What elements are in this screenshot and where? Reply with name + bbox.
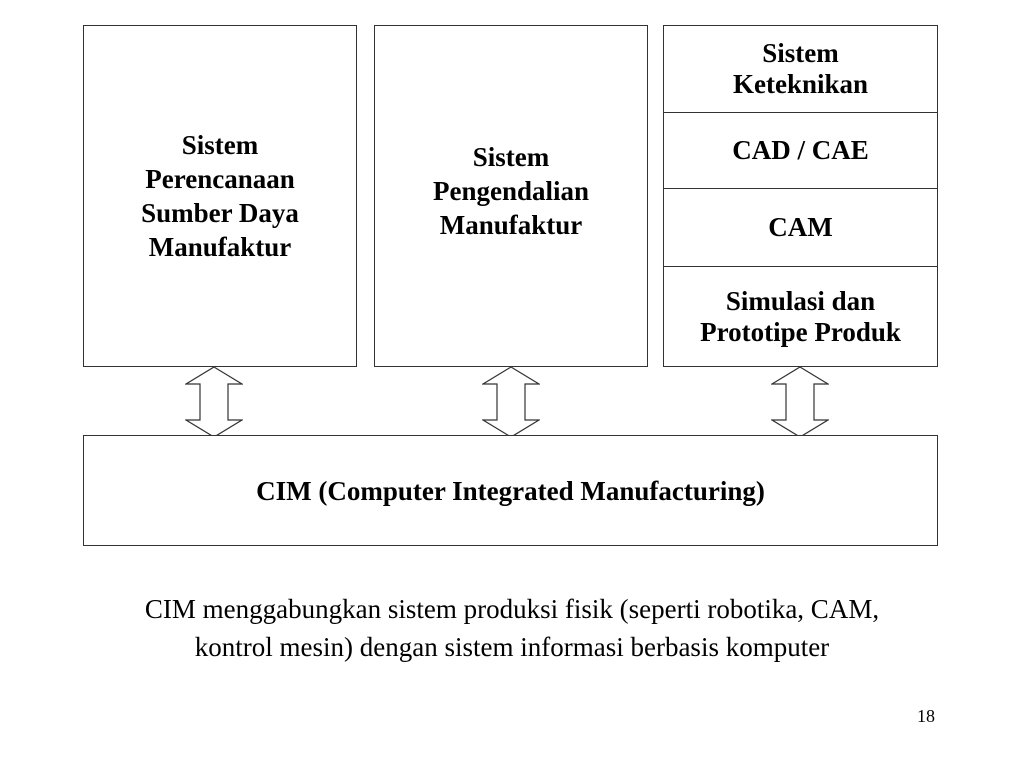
control-system-label: Sistem Pengendalian Manufaktur [375, 140, 647, 242]
cam-label: CAM [768, 212, 833, 242]
double-headed-arrow-icon [771, 366, 829, 438]
cam-cell: CAM [664, 188, 937, 266]
planning-system-box: Sistem Perencanaan Sumber Daya Manufaktu… [83, 25, 357, 367]
double-headed-arrow-icon [482, 366, 540, 438]
control-system-box: Sistem Pengendalian Manufaktur [374, 25, 648, 367]
page-number: 18 [917, 706, 935, 726]
control-line-2: Pengendalian [432, 176, 590, 206]
engineering-header-line-1: Sistem [762, 38, 839, 68]
cim-label: CIM (Computer Integrated Manufacturing) [256, 476, 765, 506]
simulation-prototype-cell: Simulasi dan Prototipe Produk [664, 266, 937, 366]
planning-line-2: Perencanaan [145, 164, 295, 194]
planning-line-1: Sistem [181, 130, 259, 160]
caption: CIM menggabungkan sistem produksi fisik … [20, 590, 1004, 666]
cad-cae-label: CAD / CAE [732, 135, 869, 165]
planning-system-label: Sistem Perencanaan Sumber Daya Manufaktu… [84, 128, 356, 264]
simulation-line-2: Prototipe Produk [700, 316, 901, 347]
control-line-3: Manufaktur [439, 210, 583, 240]
engineering-header-cell: Sistem Keteknikan [664, 26, 937, 112]
simulation-line-1: Simulasi dan [725, 285, 876, 316]
caption-line-2: kontrol mesin) dengan sistem informasi b… [194, 632, 830, 662]
caption-line-1: CIM menggabungkan sistem produksi fisik … [144, 594, 880, 624]
engineering-header-line-2: Keteknikan [732, 69, 869, 99]
control-line-1: Sistem [472, 142, 550, 172]
cim-box: CIM (Computer Integrated Manufacturing) [83, 435, 938, 546]
cad-cae-cell: CAD / CAE [664, 112, 937, 188]
engineering-system-box: Sistem Keteknikan CAD / CAE CAM Simulasi… [663, 25, 938, 367]
planning-line-3: Sumber Daya [141, 198, 299, 228]
planning-line-4: Manufaktur [148, 232, 292, 262]
double-headed-arrow-icon [185, 366, 243, 438]
